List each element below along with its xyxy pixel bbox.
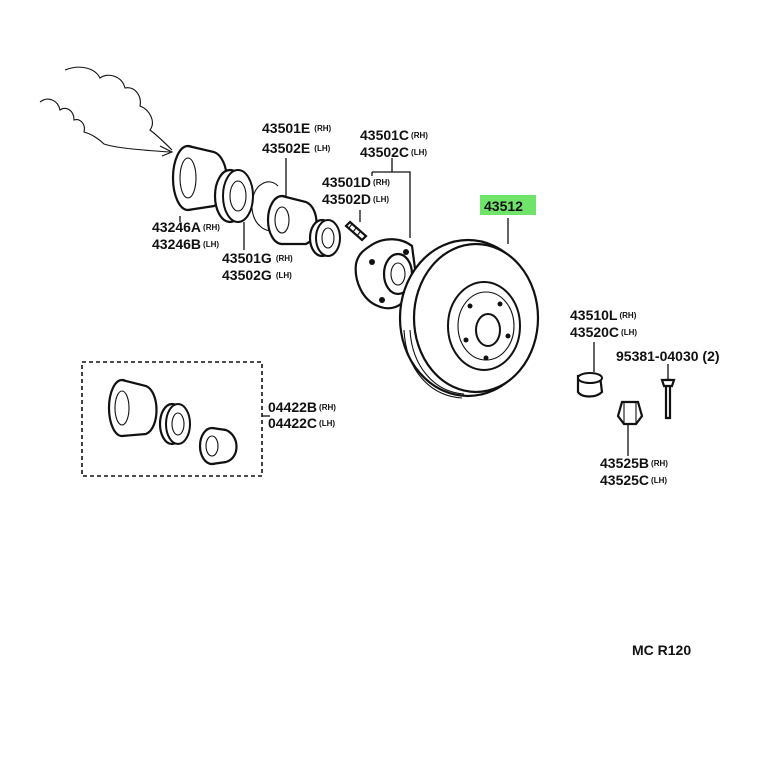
label-43246A[interactable]: 43246A(RH) xyxy=(152,219,220,235)
label-43525C[interactable]: 43525C(LH) xyxy=(600,472,667,488)
label-43501G[interactable]: 43501G(RH) xyxy=(222,250,293,266)
highlight-43512 xyxy=(480,195,536,215)
bearing-43501E xyxy=(266,194,318,246)
diagram-code: MC R120 xyxy=(632,642,691,658)
label-95381-04030[interactable]: 95381-04030 (2) xyxy=(616,348,720,364)
label-43501E[interactable]: 43501E(RH) xyxy=(262,120,332,136)
label-43525B[interactable]: 43525B(RH) xyxy=(600,455,668,471)
screw-95381 xyxy=(660,378,676,420)
label-43246B[interactable]: 43246B(LH) xyxy=(152,236,219,252)
hub-bolt-43501D xyxy=(344,220,368,242)
label-43502D[interactable]: 43502D(LH) xyxy=(322,191,389,207)
axle-hub-43501C xyxy=(354,238,418,310)
grease-cloud xyxy=(39,66,174,157)
label-43510L[interactable]: 43510L(RH) xyxy=(570,307,637,323)
inner-race xyxy=(308,218,341,258)
cap-43510L xyxy=(576,372,604,398)
bearing-kit-box xyxy=(81,361,263,477)
label-43502C[interactable]: 43502C(LH) xyxy=(360,144,427,160)
part-labels: 43501E(RH) 43502E(LH) 43501C(RH) 43502C(… xyxy=(152,120,720,658)
label-43512[interactable]: 43512 xyxy=(484,198,523,214)
disc-rotor-43512 xyxy=(398,238,540,399)
label-43501D[interactable]: 43501D(RH) xyxy=(322,174,390,190)
label-43501C[interactable]: 43501C(RH) xyxy=(360,127,428,143)
leader-lines xyxy=(179,158,669,456)
label-43502G[interactable]: 43502G(LH) xyxy=(222,267,292,283)
bearing-inner-43501G xyxy=(213,168,254,224)
label-04422B[interactable]: 04422B(RH) xyxy=(268,399,336,415)
label-04422C[interactable]: 04422C(LH) xyxy=(268,415,335,431)
label-43502E[interactable]: 43502E(LH) xyxy=(262,140,331,156)
label-43520C[interactable]: 43520C(LH) xyxy=(570,324,637,340)
lock-nut-43525 xyxy=(616,400,644,426)
